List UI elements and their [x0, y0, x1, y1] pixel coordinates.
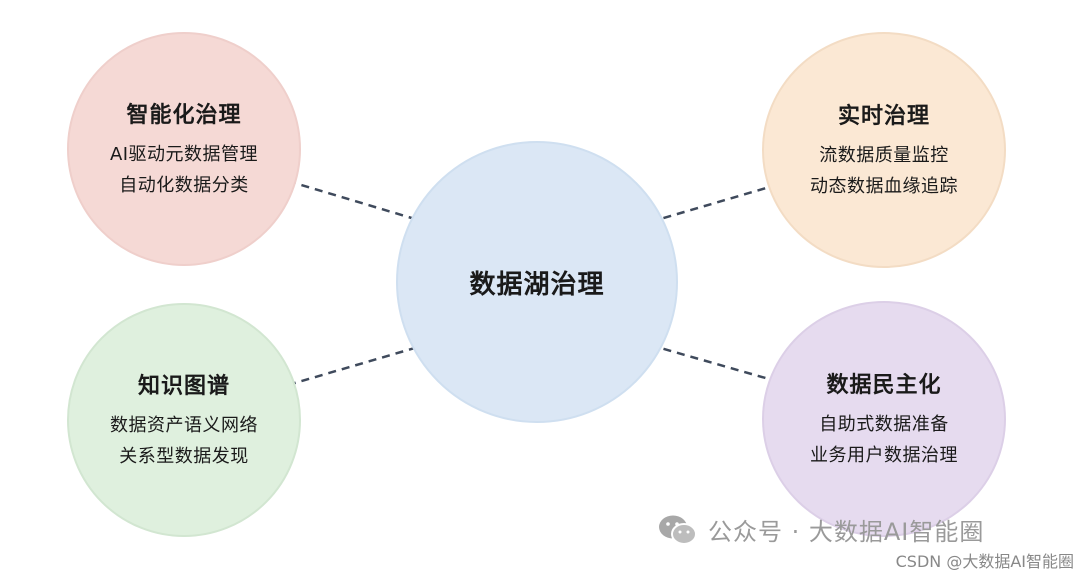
node-title: 实时治理 — [837, 104, 930, 129]
node-line: 数据资产语义网络 — [110, 415, 258, 436]
wechat-icon — [659, 515, 697, 545]
node-line: 流数据质量监控 — [819, 145, 949, 166]
node-title: 知识图谱 — [137, 374, 230, 399]
node-title: 数据民主化 — [826, 373, 942, 398]
center-title: 数据湖治理 — [469, 269, 605, 300]
connector-bottom-left — [287, 343, 426, 387]
node-realtime-governance: 实时治理 流数据质量监控 动态数据血缘追踪 — [762, 32, 1006, 268]
node-line: 自助式数据准备 — [819, 414, 949, 435]
node-line: 业务用户数据治理 — [810, 445, 958, 466]
connector-top-left — [287, 179, 426, 224]
watermark-text: 公众号 · 大数据AI智能圈 — [708, 518, 985, 546]
node-knowledge-graph: 知识图谱 数据资产语义网络 关系型数据发现 — [67, 303, 301, 537]
node-intelligent-governance: 智能化治理 AI驱动元数据管理 自动化数据分类 — [67, 32, 301, 266]
node-data-democratization: 数据民主化 自助式数据准备 业务用户数据治理 — [762, 301, 1006, 537]
watermark: 公众号 · 大数据AI智能圈 — [658, 512, 984, 547]
node-line: 自动化数据分类 — [119, 175, 249, 196]
node-line: AI驱动元数据管理 — [109, 144, 259, 165]
connector-bottom-right — [649, 343, 791, 387]
node-line: 关系型数据发现 — [119, 446, 249, 467]
connector-top-right — [649, 179, 791, 224]
node-title: 智能化治理 — [126, 103, 242, 128]
node-center-data-lake-governance: 数据湖治理 — [396, 141, 678, 423]
node-line: 动态数据血缘追踪 — [810, 176, 958, 197]
csdn-credit: CSDN @大数据AI智能圈 — [895, 552, 1074, 571]
